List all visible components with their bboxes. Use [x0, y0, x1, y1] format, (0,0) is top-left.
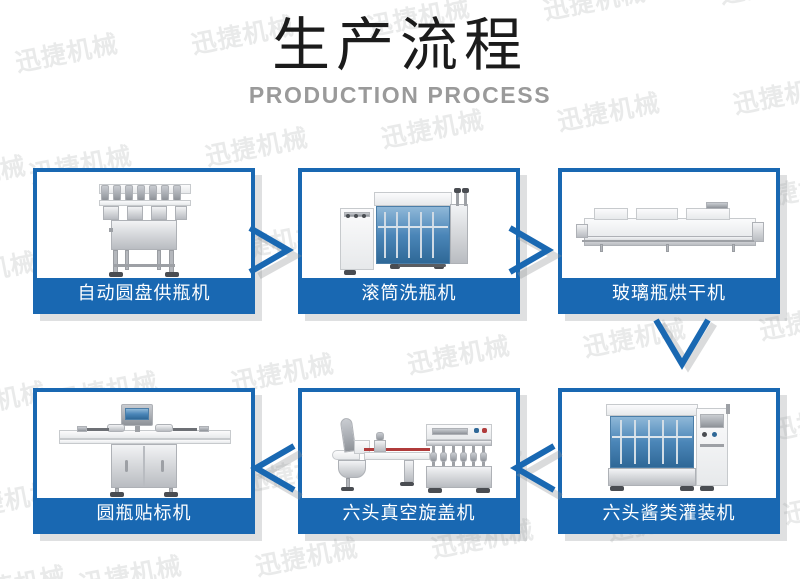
process-step-card-3[interactable]: 玻璃瓶烘干机 — [558, 168, 780, 314]
process-step-card-5[interactable]: 六头真空旋盖机 — [298, 388, 520, 534]
machine-photo-automatic-disc-bottle-feeder — [37, 172, 251, 278]
process-step-label-2: 滚筒洗瓶机 — [302, 278, 516, 310]
process-step-label-6: 圆瓶贴标机 — [37, 498, 251, 530]
header: 生产流程 PRODUCTION PROCESS — [0, 0, 800, 108]
connector-arrow-down-3-4 — [653, 318, 717, 373]
process-step-card-6[interactable]: 圆瓶贴标机 — [33, 388, 255, 534]
watermark-text: 迅捷机械 — [404, 331, 513, 380]
watermark-text: 迅捷机械 — [378, 105, 487, 154]
process-step-label-5: 六头真空旋盖机 — [302, 498, 516, 530]
page-title: 生产流程 — [271, 11, 528, 79]
connector-arrow-left-5-6 — [250, 443, 303, 501]
process-step-label-3: 玻璃瓶烘干机 — [562, 278, 776, 310]
connector-arrow-left-4-5 — [510, 443, 563, 501]
page-subtitle: PRODUCTION PROCESS — [248, 82, 552, 108]
watermark-text: 迅捷机械 — [76, 551, 185, 579]
machine-photo-drum-bottle-washer — [302, 172, 516, 278]
process-step-card-4[interactable]: 六头酱类灌装机 — [558, 388, 780, 534]
machine-photo-glass-bottle-dryer — [562, 172, 776, 278]
connector-arrow-right-1-2 — [248, 225, 303, 280]
watermark-text: 迅捷机械 — [0, 556, 69, 579]
watermark-text: 迅捷机械 — [0, 151, 29, 200]
machine-photo-six-head-sauce-filling-machine — [562, 392, 776, 498]
process-step-label-4: 六头酱类灌装机 — [562, 498, 776, 530]
machine-photo-round-bottle-labeling-machine — [37, 392, 251, 498]
process-step-card-2[interactable]: 滚筒洗瓶机 — [298, 168, 520, 314]
process-step-card-1[interactable]: 自动圆盘供瓶机 — [33, 168, 255, 314]
watermark-text: 迅捷机械 — [202, 123, 311, 172]
machine-photo-six-head-vacuum-capping-machine — [302, 392, 516, 498]
connector-arrow-right-2-3 — [508, 225, 563, 280]
process-step-label-1: 自动圆盘供瓶机 — [37, 278, 251, 310]
